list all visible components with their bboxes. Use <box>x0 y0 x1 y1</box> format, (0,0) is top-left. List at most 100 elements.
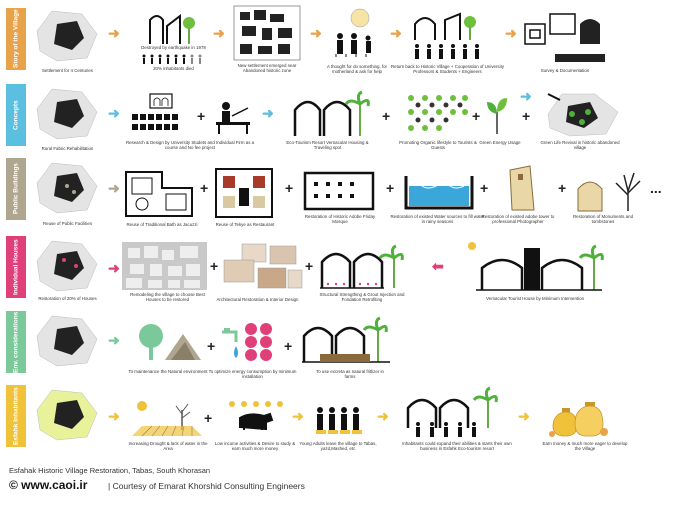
plus-r2-2: + <box>382 108 391 124</box>
people-icon <box>142 54 202 64</box>
caption-young-leave: Young Adults leave the village to Tabas,… <box>299 441 377 451</box>
retrofit-section-icon <box>320 244 404 289</box>
village-map-1 <box>36 10 98 62</box>
arrow-r6-2: ➜ <box>292 408 304 424</box>
arrow-r1-4: ➜ <box>390 25 402 41</box>
row-band-env: Env. considerations <box>6 311 26 373</box>
bath-plan-icon <box>125 171 193 217</box>
faucet-icon <box>222 328 238 358</box>
caption-fertilizer: To use excreta as natural fritlizer in f… <box>316 369 384 379</box>
monument-tree-icon <box>577 172 641 212</box>
arrow-r2-1: ➜ <box>108 105 120 121</box>
footer-website-link[interactable]: © www.caoi.ir <box>9 478 88 492</box>
plus-r3-2: + <box>285 180 294 196</box>
caption-ecotourism: Eco-Tourism Resort Vernacular Housing & … <box>286 140 369 150</box>
plus-r3-4: + <box>480 180 489 196</box>
designer-desk-icon <box>216 102 250 134</box>
caption-green-energy: Green Energy Usage <box>479 140 521 145</box>
caption-drought: Increasing Drought & lack of water in th… <box>128 441 208 451</box>
caption-new-settlement: New settlement emerged near Abandoned hi… <box>237 63 297 73</box>
caption-organic: Promoting Organic lifestyle to Tourists … <box>399 140 477 150</box>
caption-expand: Inhabitants could expand their abilities… <box>402 441 512 451</box>
row-band-public: Public Buildings <box>6 158 26 220</box>
caption-settlement: Settlement for 4 Centuries <box>41 68 93 73</box>
arrow-r6-4: ➜ <box>518 408 530 424</box>
row-band-concepts: Concepts <box>6 84 26 146</box>
settlement-map-icon <box>233 5 301 61</box>
caption-return: Return back to Historic Village + Cooper… <box>390 64 505 74</box>
plus-r4-2: + <box>305 258 314 274</box>
footer-title: Esfahak Historic Village Restoration, Ta… <box>9 466 211 475</box>
caption-monuments: Restoration of Monuments and tombstones <box>572 214 634 224</box>
caption-green-life: Green Life Revival in historic abandoned… <box>540 140 620 150</box>
caption-structural: Structural Strengthing & Grout Injection… <box>319 292 405 302</box>
ruined-house-icon <box>149 13 195 44</box>
tekye-plan-icon <box>215 168 273 218</box>
interior-design-icon <box>223 243 303 289</box>
mosque-plan-icon <box>303 171 375 211</box>
plus-r4-1: + <box>210 258 219 274</box>
caption-tourist-house: Vernacular Tourist House by Minimum Inte… <box>485 296 585 301</box>
caption-tekye: Reuse of Tekye as Restaurant <box>215 222 275 227</box>
caption-arch-restore: Architectural Restoration & Interior Des… <box>216 297 299 302</box>
row-band-inhabitants: Esfahk Inhabitants <box>6 385 26 447</box>
caption-mosque: Restoration of Historic Adobe Friday Mos… <box>304 214 376 224</box>
caption-died: 20% inhabitants died <box>153 66 194 71</box>
plus-r2-3: + <box>472 108 481 124</box>
caption-rehab: Rural Fabric Rehabilitation <box>41 146 94 151</box>
village-map-4 <box>36 240 98 292</box>
arrow-r6-1: ➜ <box>108 408 120 424</box>
village-map-5 <box>36 315 98 367</box>
arrow-r2-2: ➜ <box>262 105 274 121</box>
plus-r2-4: + <box>522 108 531 124</box>
tree-mountain-icon <box>139 324 201 360</box>
drought-field-icon <box>132 401 202 437</box>
caption-water: Restoration of existed Water sources to … <box>390 214 485 224</box>
village-map-6 <box>36 389 98 441</box>
water-reservoir-icon <box>404 176 474 210</box>
caption-public-reuse: Reuse of Public Facilities <box>42 221 93 226</box>
plus-r5-1: + <box>207 338 216 354</box>
arrow-r1-3: ➜ <box>310 25 322 41</box>
green-village-map-icon <box>547 93 619 137</box>
caption-earthquake: Destroyed by earthquake in 1978 <box>141 45 206 50</box>
village-map-3 <box>36 162 98 214</box>
caption-thought: A thought for do something, for motherla… <box>326 64 388 74</box>
plus-r3-1: + <box>200 180 209 196</box>
row-band-houses: Individual Houses <box>6 236 26 298</box>
plus-r2-1: + <box>197 108 206 124</box>
arrow-r4-1: ➜ <box>108 260 120 276</box>
money-bags-icon <box>549 402 608 437</box>
organic-produce-icon <box>408 95 468 131</box>
business-house-icon <box>406 386 498 437</box>
caption-research: Research & Design by University Studets … <box>125 140 255 150</box>
return-village-icon <box>414 12 479 59</box>
survey-drawings-icon <box>524 13 605 62</box>
arrow-r1-2: ➜ <box>213 25 225 41</box>
village-model-icon <box>122 242 207 290</box>
eco-resort-icon <box>293 90 370 136</box>
caption-remodel: Remodeling the village to choose Best Ho… <box>130 292 205 302</box>
footer-credit: | Courtesy of Emarat Khorshid Consulting… <box>108 481 305 491</box>
compost-house-icon <box>302 316 390 363</box>
arrow-r6-3: ➜ <box>377 408 389 424</box>
row-band-story: Story of the Village <box>6 8 26 70</box>
ellipsis-r3: ... <box>650 180 662 196</box>
plus-r3-3: + <box>386 180 395 196</box>
caption-survey: Survey & Documentation <box>540 68 590 73</box>
village-map-2 <box>36 88 98 140</box>
caption-tower: Restoration of existed adobe tower to pr… <box>481 214 555 224</box>
arrow-r5-1: ➜ <box>108 332 120 348</box>
tourist-house-icon <box>468 242 604 291</box>
arrow-r3-1: ➜ <box>108 180 120 196</box>
plus-r6-1: + <box>204 410 213 426</box>
seedling-icon <box>487 98 507 134</box>
arrow-r4-2: ⬅ <box>432 258 444 274</box>
family-thought-icon <box>335 8 371 57</box>
young-adults-icon <box>316 407 362 434</box>
caption-maintenance: To maintenance the Natural environment <box>128 369 208 374</box>
caption-bath: Reuse of Traditional Bath as Jacuzzi <box>126 222 198 227</box>
energy-icons-grid <box>245 323 272 361</box>
classroom-icon <box>132 93 178 130</box>
plus-r3-5: + <box>558 180 567 196</box>
